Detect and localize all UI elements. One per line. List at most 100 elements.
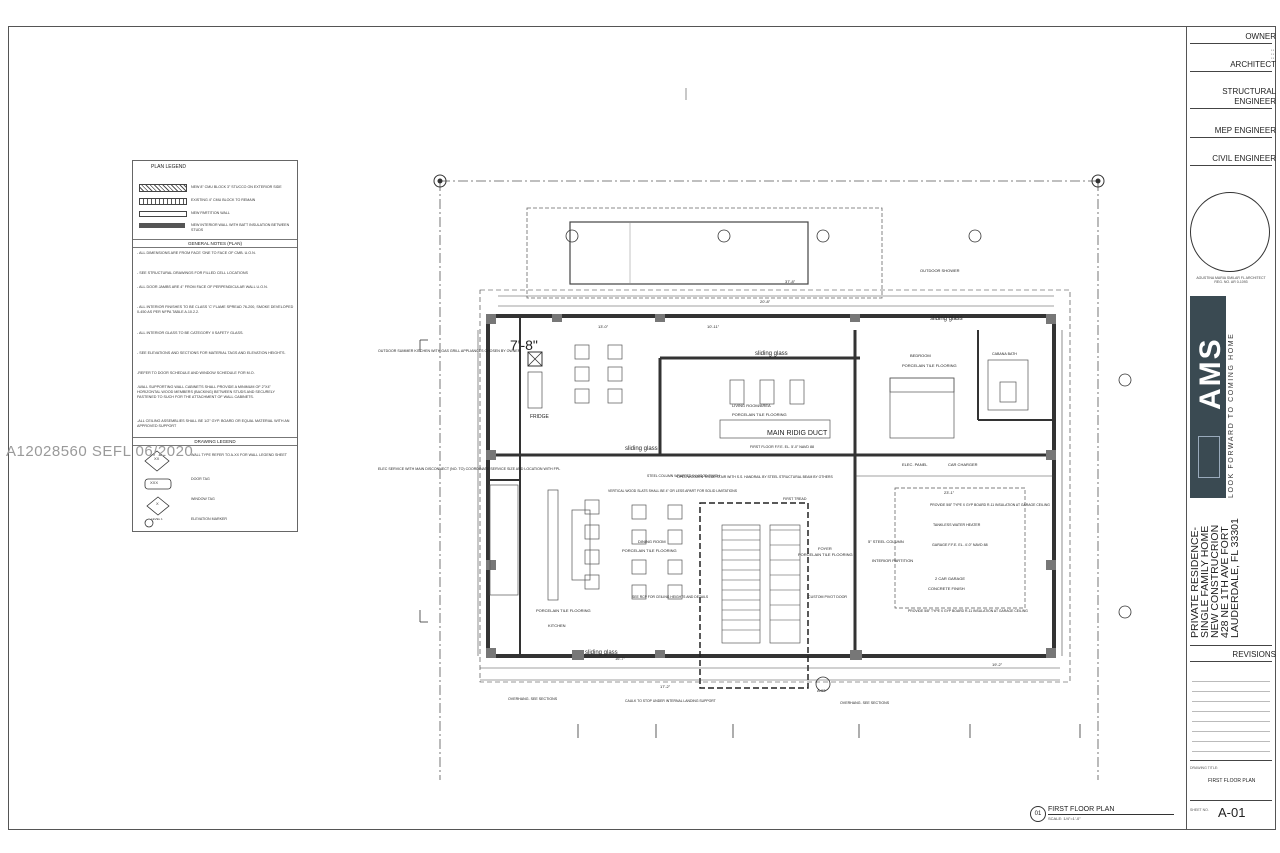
plan-legend-box: PLAN LEGEND NEW 8" CMU BLOCK 3" STUCCO O… <box>132 160 298 532</box>
label-pivot-door: CUSTOM PIVOT DOOR <box>808 595 847 599</box>
label-porcelain-foyer: PORCELAIN TILE FLOORING <box>798 552 853 557</box>
drawing-legend-symbols <box>144 450 172 528</box>
architect-heading: ARCHITECT <box>1230 60 1276 69</box>
label-garage-note: PROVIDE 5/8" TYPE X GYP BOARD R-11 INSUL… <box>908 609 1028 613</box>
door-tag-symbol: XXX <box>150 480 159 485</box>
door-tag-text: DOOR TAG <box>191 477 210 481</box>
label-foyer: FOYER <box>818 546 832 551</box>
label-sliding-glass-top: sliding glass <box>930 316 963 322</box>
label-garage-note-top: PROVIDE 5/8" TYPE X GYP BOARD R-11 INSUL… <box>930 503 1050 507</box>
structural-heading-1: STRUCTURAL <box>1222 87 1276 96</box>
label-steel-column: STEEL COLUMN WRAPPED IN WOOD FINISH <box>647 474 720 478</box>
label-overhang-right: OVERHANG. SEE SECTIONS <box>840 701 890 705</box>
caption-scale: SCALE: 1/4"=1'-0" <box>1048 816 1081 821</box>
window-tag-text: WINDOW TAG <box>191 497 215 501</box>
label-kitchen: KITCHEN <box>548 623 566 628</box>
ams-logo-block: AMS <box>1190 296 1227 498</box>
legend-item-4: NEW INTERIOR WALL WITH BATT INSULATION B… <box>191 223 290 232</box>
label-porcelain-bed: PORCELAIN TILE FLOORING <box>902 363 957 368</box>
label-marker-748: 7'-8" <box>510 337 538 353</box>
label-porcelain-living: PORCELAIN TILE FLOORING <box>732 412 787 417</box>
partition-swatch <box>139 211 187 217</box>
revisions-heading: REVISIONS <box>1232 650 1276 659</box>
project-line-5: LAUDERDALE, FL 33301 <box>1229 518 1241 638</box>
divider <box>1190 71 1272 72</box>
logo-tagline-area: LOOK FORWARD TO COMING HOME <box>1228 296 1272 498</box>
divider <box>1190 760 1272 761</box>
legend-item-3: NEW PARTITION WALL <box>191 211 230 215</box>
title-block <box>1186 26 1276 830</box>
floor-plan-drawing: OUTDOOR SUMMER KITCHEN WITH GAS GRILL AP… <box>378 88 1132 780</box>
general-notes-header: GENERAL NOTES (PLAN) <box>133 239 297 248</box>
label-bedroom: BEDROOM <box>910 353 931 358</box>
house-icon <box>1198 436 1220 478</box>
legend-item-1: NEW 8" CMU BLOCK 3" STUCCO ON EXTERIOR S… <box>191 185 282 189</box>
label-vertical-slats: VERTICAL WOOD SLATS SHALL BE 4" OR LESS … <box>608 489 738 493</box>
dim-37-8: 37'-8" <box>785 279 796 284</box>
note-6: - SEE ELEVATIONS AND SECTIONS FOR MATERI… <box>137 351 286 355</box>
divider <box>1190 661 1272 662</box>
divider <box>1190 165 1272 166</box>
divider <box>1190 800 1272 801</box>
drawing-title: FIRST FLOOR PLAN <box>1208 778 1256 784</box>
listing-watermark: A12028560 SEFL 06/2020 <box>6 443 194 460</box>
divider <box>1190 108 1272 109</box>
architect-seal-circle <box>1190 192 1270 272</box>
legend-item-2: EXISTING 4" CMU BLOCK TO REMAIN <box>191 198 256 202</box>
structural-heading-2: ENGINEER <box>1234 97 1276 106</box>
label-concrete: CONCRETE FINISH <box>928 586 965 591</box>
note-1: - ALL DIMENSIONS ARE FROM FACE 'ONE TO F… <box>137 251 256 255</box>
label-see-rcp: SEE RCP FOR CEILING HEIGHTS AND DETAILS <box>632 595 709 599</box>
window-tag-symbol: X <box>156 501 159 506</box>
caption-title: FIRST FLOOR PLAN <box>1048 806 1115 813</box>
caption-underline <box>1048 814 1174 815</box>
label-elec-service: ELEC SERVICE WITH MAIN DISCONNECT (NO. T… <box>378 467 560 471</box>
elevation-marker-text: ELEVATION MARKER <box>191 517 228 521</box>
note-5: - ALL INTERIOR GLASS TO BE CATEGORY II S… <box>137 331 244 335</box>
note-2: - SEE STRUCTURAL DRAWINGS FOR FILLED CEL… <box>137 271 248 275</box>
label-sliding-glass-mid: sliding glass <box>755 351 788 357</box>
dim-17-2: 17'-2" <box>660 684 671 689</box>
revisions-table <box>1192 672 1270 756</box>
existing-block-swatch <box>139 198 187 205</box>
civil-heading: CIVIL ENGINEER <box>1212 154 1276 163</box>
dim-19-2: 19'-2" <box>992 662 1003 667</box>
label-overhang-left: OVERHANG. SEE SECTIONS <box>508 697 558 701</box>
wall-type-tag: XX <box>154 456 160 461</box>
label-steel-column-2: 5" STEEL COLUMN <box>868 539 904 544</box>
label-tankless: TANKLESS WATER HEATER <box>933 523 981 527</box>
label-dining: DINING ROOM <box>638 539 666 544</box>
caption-number: 01 <box>1030 806 1046 822</box>
ams-logo-text: AMS <box>1194 337 1227 410</box>
label-sliding-glass-bottom: sliding glass <box>585 650 618 656</box>
label-garage-ffe: GARAGE F.F.E. EL. 4'-0" NAVD 88 <box>932 543 988 547</box>
wall-type-text: WALL TYPE REFER TO A-XX FOR WALL LEGEND … <box>191 453 287 457</box>
interior-wall-swatch <box>139 223 185 228</box>
dim-13-0: 13'-0" <box>598 324 609 329</box>
drawing-title-label: DRAWING TITLE: <box>1190 766 1219 770</box>
label-first-tread: FIRST TREAD <box>783 497 807 501</box>
label-porcelain-kitchen: PORCELAIN TILE FLOORING <box>536 608 591 613</box>
label-main-ridig-duct: MAIN RIDIG DUCT <box>767 430 828 437</box>
label-caulk: CAULK TO STOP UNDER INTERNAL LANDING SUP… <box>625 699 716 703</box>
label-living: LIVING ROOM/AREA <box>732 403 771 408</box>
label-outdoor-kitchen: OUTDOOR SUMMER KITCHEN WITH GAS GRILL AP… <box>378 349 521 353</box>
label-interior-partition: INTERIOR PARTITION <box>872 558 913 563</box>
level-tag-symbol: LEVEL 1 <box>151 517 163 521</box>
drawing-sheet-border <box>8 26 1276 830</box>
label-open-tread: OPEN WOODEN TREAD STAIR WITH S.S. HANDRA… <box>677 475 833 479</box>
dim-23-1: 23'-1" <box>944 490 955 495</box>
label-garage: 2 CAR GARAGE <box>935 576 965 581</box>
project-info: PRIVATE RESIDENCE- SINGLE FAMILY HOME NE… <box>1189 508 1272 638</box>
label-car-charger: CAR CHARGER <box>948 462 978 467</box>
dim-16-7: 16'-7" <box>615 656 626 661</box>
label-cabana: CABANA BATH <box>992 352 1017 356</box>
note-4: - ALL INTERIOR FINISHES TO BE CLASS 'C' … <box>137 305 294 314</box>
dim-20-8: 20'-8" <box>760 299 771 304</box>
level-marker: A-03 <box>817 688 826 693</box>
architect-seal-text: AGUSTINA MARIA SMILAR FL ARCHITECT REG. … <box>1196 276 1266 284</box>
mep-heading: MEP ENGINEER <box>1214 126 1276 135</box>
label-sliding-glass-left: sliding glass <box>625 446 658 452</box>
label-first-floor: FIRST FLOOR F.F.E. EL. 5'-0" NAVD 88 <box>750 445 814 449</box>
sheet-no-label: SHEET NO. <box>1190 808 1209 812</box>
